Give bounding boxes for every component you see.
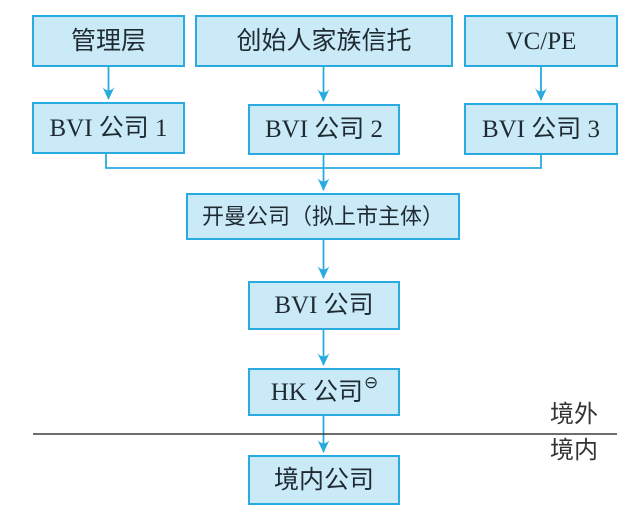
node-vc-pe: VC/PE <box>464 15 618 67</box>
node-cayman-listing-entity: 开曼公司（拟上市主体） <box>186 193 460 240</box>
node-founder-family-trust-label: 创始人家族信托 <box>236 27 412 55</box>
node-domestic-company: 境内公司 <box>248 455 400 505</box>
node-founder-family-trust: 创始人家族信托 <box>195 15 453 67</box>
node-bvi-company-3: BVI 公司 3 <box>464 103 618 155</box>
node-bvi-company-3-label: BVI 公司 3 <box>481 115 601 143</box>
node-bvi-company: BVI 公司 <box>248 281 400 330</box>
node-hk-company: HK 公司⊖ <box>248 368 400 416</box>
node-domestic-company-label: 境内公司 <box>273 466 374 494</box>
node-management-label: 管理层 <box>70 27 146 55</box>
node-hk-company-label: HK 公司 <box>270 378 364 406</box>
node-cayman-listing-entity-label: 开曼公司（拟上市主体） <box>201 203 444 229</box>
offshore-label: 境外 <box>550 402 598 428</box>
node-bvi-company-1: BVI 公司 1 <box>32 102 185 154</box>
node-management: 管理层 <box>32 15 185 67</box>
footnote-mark-icon: ⊖ <box>364 372 379 393</box>
node-bvi-company-2: BVI 公司 2 <box>248 104 400 155</box>
node-bvi-company-label: BVI 公司 <box>274 292 374 319</box>
node-vc-pe-label: VC/PE <box>505 27 577 55</box>
onshore-label: 境内 <box>550 438 598 464</box>
node-bvi-company-2-label: BVI 公司 2 <box>264 116 384 143</box>
node-bvi-company-1-label: BVI 公司 1 <box>49 114 168 142</box>
